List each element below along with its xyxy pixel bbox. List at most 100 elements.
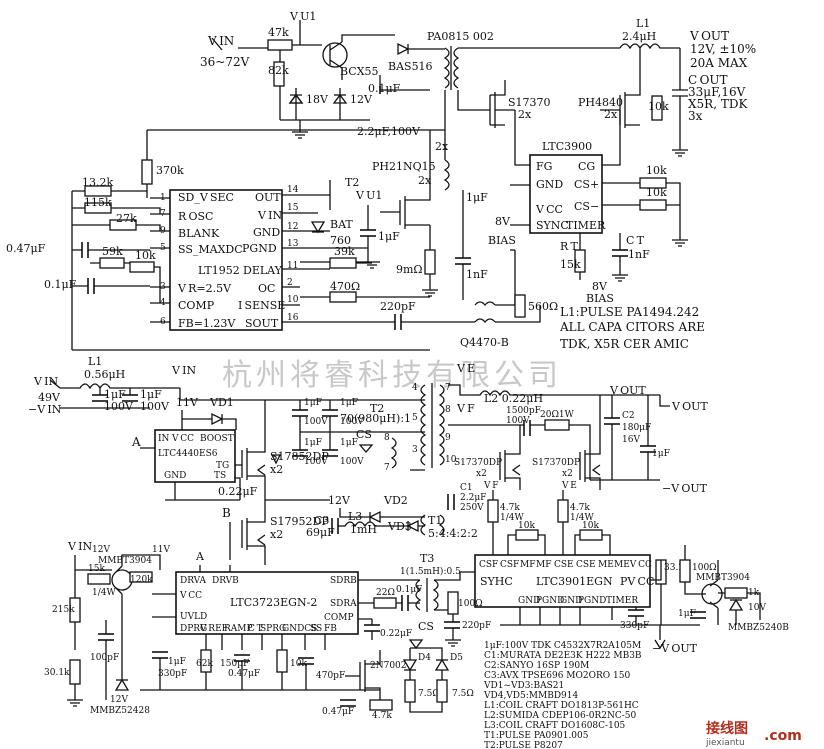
c-150pf-label: 150pF	[220, 659, 249, 669]
ltc3900-chip	[529, 154, 603, 234]
ground-symbol	[364, 261, 380, 269]
cout-spec2: X5R, TDK	[688, 97, 748, 111]
q-s17952-label: S17952DP	[270, 515, 329, 528]
pin-comp2: COMP	[324, 613, 354, 623]
r-370k-label: 370k	[156, 164, 184, 177]
pin-boost: BOOST	[200, 434, 234, 444]
t3-label: T3	[420, 552, 434, 565]
pin-vcc: V CC	[171, 434, 194, 444]
l1-label: L1	[88, 355, 102, 368]
resistor-39k	[329, 257, 357, 269]
c-1uf-e-label: 1μF	[168, 657, 186, 667]
resistor-4.7k-b	[557, 499, 569, 523]
pin-cse2: CSE	[576, 560, 596, 570]
c-100v-bank-label: 100V	[304, 457, 328, 467]
r-132k-label: 13.2k	[82, 176, 113, 189]
vout-b-label: V OUT	[671, 400, 708, 413]
l3-label: L3	[348, 510, 362, 523]
transformer-primary	[443, 47, 450, 89]
pin-cse: CSE	[554, 560, 574, 570]
t3-ratio-label: 1(1.5mH):0.5	[400, 566, 461, 577]
c-1500pf-label: 1500pF	[506, 406, 541, 416]
r-100b-label: 100Ω	[458, 599, 483, 609]
pin-timer: TIMER	[566, 219, 606, 232]
pin-rosc: R OSC	[178, 210, 213, 223]
pin-tg: TG	[216, 461, 229, 471]
c-1uf-label: 1μF	[104, 388, 126, 401]
resistor-10k-c	[639, 199, 667, 211]
resistor-9m	[424, 249, 436, 275]
ground-symbol	[445, 639, 461, 647]
pin-sdra: SDRA	[330, 599, 357, 609]
pin-num-right: 14	[287, 185, 299, 195]
resistor-30.1k	[69, 659, 81, 685]
cs-label: CS	[356, 428, 372, 441]
zener-18v	[288, 93, 304, 104]
x2a-label: 2x	[435, 140, 449, 153]
pin-fb: FB=1.23V	[178, 317, 236, 330]
c-1uf-d-label: 1μF	[678, 609, 696, 619]
t1-pin: 8	[445, 405, 451, 415]
vf-label: V F	[456, 402, 475, 415]
pin-vcc: V CC	[535, 203, 563, 216]
c-1uf-bank-label: 1μF	[340, 438, 358, 448]
neg-vout-arrow	[654, 639, 666, 650]
resistor-370k	[141, 159, 153, 185]
vin-c-label: V IN	[67, 540, 92, 553]
t1-pin: 4	[412, 383, 418, 393]
resistor-10k-b	[579, 529, 603, 541]
pin-mf2: MF	[536, 560, 551, 570]
bom-line: C2:SANYO 16SP 190M	[484, 661, 589, 671]
zener-10v	[728, 598, 744, 611]
pin-mev: MEV CC	[614, 560, 652, 570]
ct-label: C T	[626, 234, 645, 247]
pin-num-right: 2	[287, 278, 293, 288]
pin-gnd4: GND	[560, 596, 582, 606]
pin-timer: TIMER	[606, 596, 638, 606]
z-mmbz5240-label: MMBZ5240B	[728, 623, 789, 633]
t2-pin-8: 8	[384, 433, 390, 443]
bom-line: L3:COIL CRAFT DO1608C-105	[484, 721, 626, 731]
pin-csp: CS+	[574, 178, 599, 191]
r-47k-label: 47k	[268, 26, 289, 39]
c-1uf-bank-label: 1μF	[304, 438, 322, 448]
bom-line: 1μF:100V TDK C4532X7R2A105M	[484, 641, 641, 651]
c-470pf-label: 470pF	[316, 671, 345, 681]
bat760-num-label: 760	[330, 234, 351, 247]
resistor-470	[329, 291, 357, 303]
c-100v-label: 100V	[104, 400, 134, 413]
x2e-label: 2x	[418, 174, 432, 187]
rt-val-label: 15k	[560, 258, 581, 271]
c-01uf-b-label: 0.1μF	[44, 278, 77, 291]
pin-oc: OC	[258, 282, 275, 295]
vout-label: V OUT	[609, 384, 646, 397]
c2-label: C2	[622, 411, 635, 421]
vd1-label: VD1	[209, 396, 234, 409]
vin-label: V IN	[207, 34, 234, 48]
c1-v-label: 250V	[460, 503, 484, 513]
n-8v: 8V	[495, 215, 511, 228]
resistor-4.7k	[487, 499, 499, 523]
resistor-100	[679, 559, 691, 583]
c-22uf-label: 2.2μF,100V	[357, 125, 421, 138]
x2d-label: x2	[562, 469, 573, 479]
ltc4440-label: LTC4440ES6	[158, 449, 218, 459]
resistor-10k-a	[651, 95, 663, 121]
ground-symbol	[672, 239, 688, 247]
pin-comp: COMP	[178, 299, 215, 312]
n-8v-b: 8V	[592, 280, 608, 293]
t1-label: T1	[428, 514, 442, 527]
vin-label: V IN	[33, 375, 58, 388]
ground-symbol	[672, 149, 688, 157]
resistor-215k	[69, 597, 81, 623]
c1-label: C1	[460, 483, 473, 493]
c-1uf-bank-label: 1μF	[340, 398, 358, 408]
c-047b-label: 0.47μF	[322, 707, 354, 717]
transformer-secondary	[453, 47, 460, 89]
neg-vin-label: −V IN	[28, 403, 62, 416]
d5-label: D5	[450, 653, 463, 663]
c-100v-bank-label: 100V	[340, 457, 364, 467]
b-label: B	[222, 506, 231, 520]
logo-site: jiexiantu	[705, 738, 745, 748]
pin-ss: SS	[310, 624, 322, 634]
